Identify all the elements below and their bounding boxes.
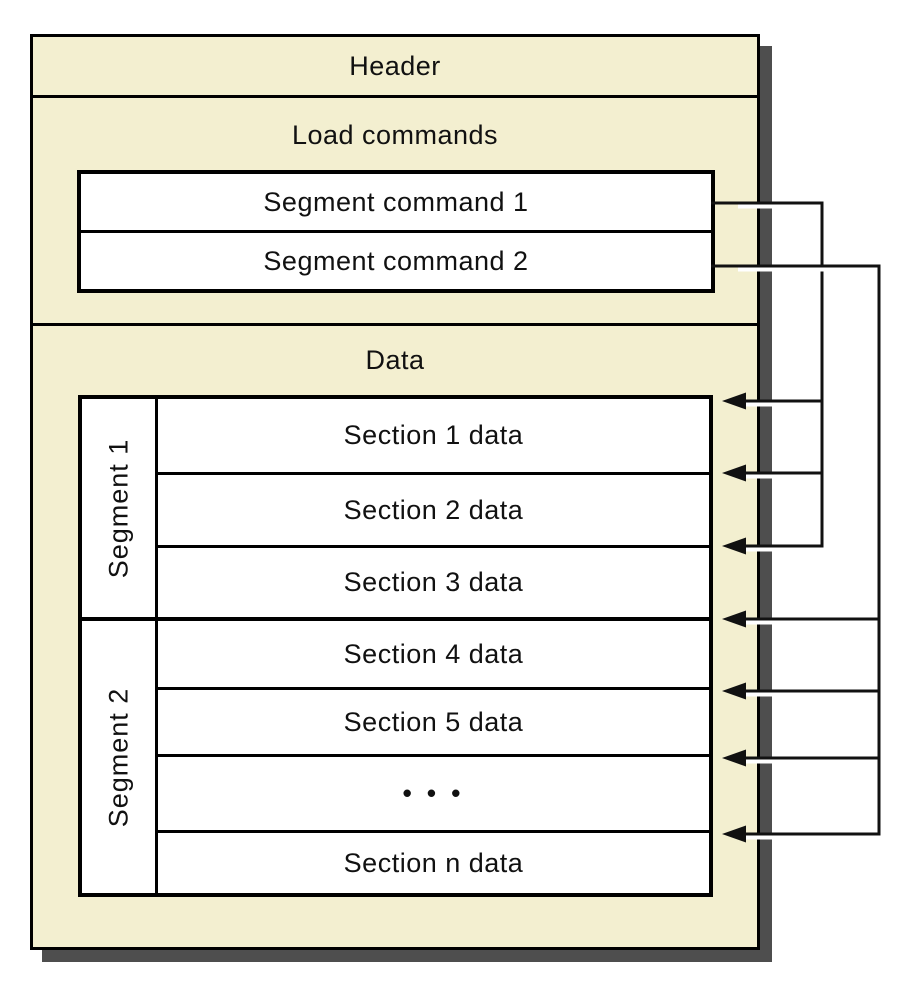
segment-1-label: Segment 1 (103, 438, 133, 578)
data-label: Data (365, 344, 425, 375)
segment-2-label-cell: Segment 2 (82, 621, 158, 893)
header-label: Header (349, 50, 441, 81)
section-1-data-row: Section 1 data (343, 420, 524, 450)
data-table: Segment 1 Section 1 data Section 2 data … (78, 395, 713, 897)
segment-commands-box: Segment command 1 Segment command 2 (77, 170, 715, 293)
data-divider (30, 323, 760, 326)
header-divider (30, 95, 760, 98)
segment-2-label: Segment 2 (103, 687, 133, 827)
segment-2-row: Segment 2 Section 4 data Section 5 data … (82, 617, 709, 893)
segment-2-sections: Section 4 data Section 5 data • • • Sect… (158, 621, 709, 893)
segment-command-1-row: Segment command 1 (263, 186, 529, 217)
section-4-data-row: Section 4 data (343, 638, 524, 669)
segment-1-row: Segment 1 Section 1 data Section 2 data … (82, 399, 709, 617)
section-2-data-row: Section 2 data (158, 472, 709, 545)
section-5-data-row: Section 5 data (158, 687, 709, 754)
segment-1-sections: Section 1 data Section 2 data Section 3 … (158, 399, 709, 617)
segment-1-label-cell: Segment 1 (82, 399, 158, 617)
segment-command-2-row: Segment command 2 (81, 230, 711, 289)
section-3-data-row: Section 3 data (158, 545, 709, 617)
section-ellipsis-row: • • • (158, 754, 709, 830)
load-commands-label: Load commands (291, 119, 499, 150)
section-n-data-row: Section n data (158, 830, 709, 893)
